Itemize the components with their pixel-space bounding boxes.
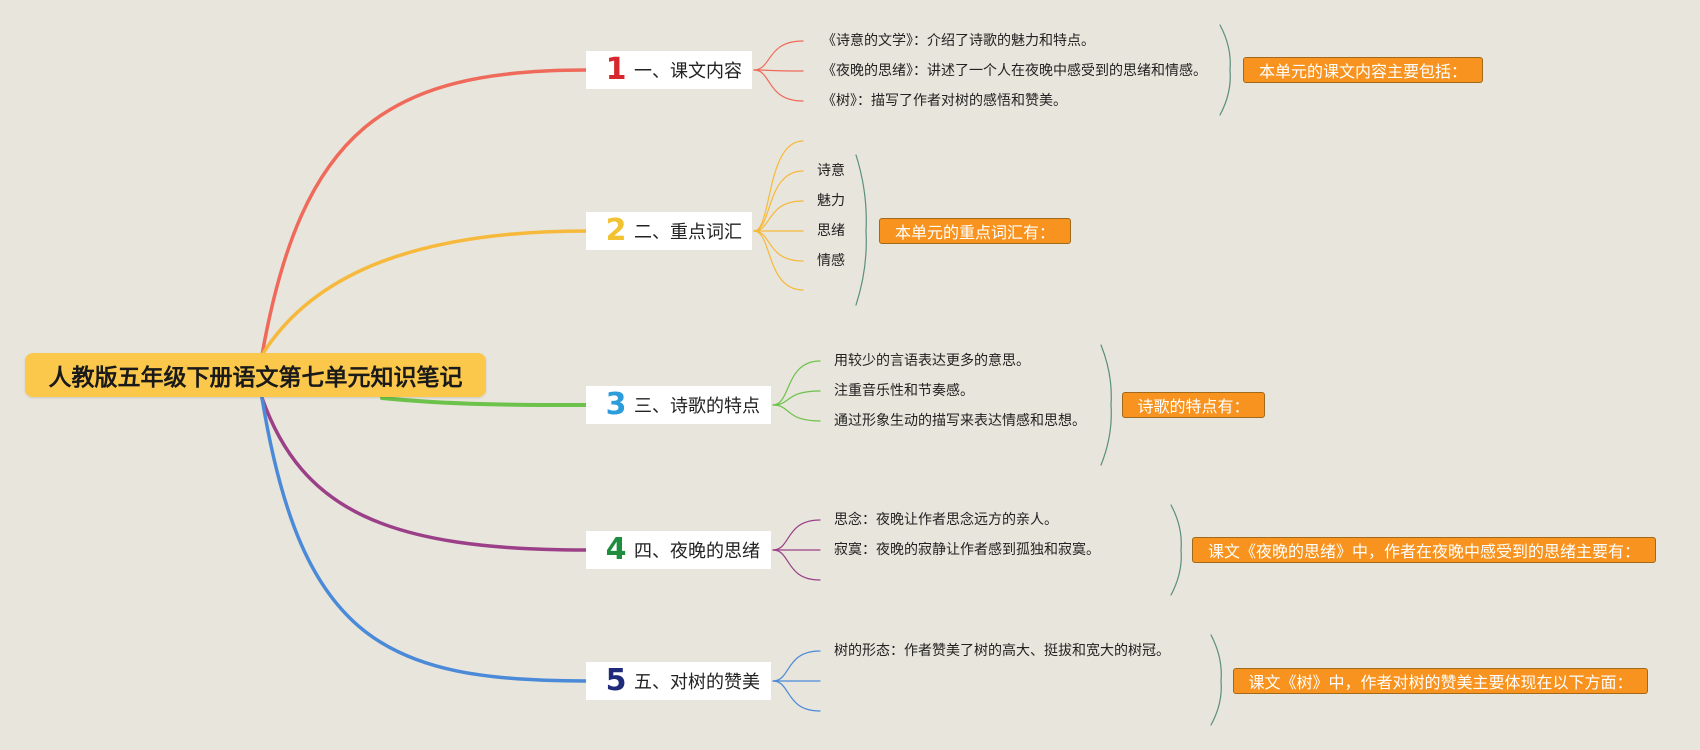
leaf-item[interactable]: 寂寞：夜晚的寂静让作者感到孤独和寂寞。 [834,542,1100,558]
summary-brace-3 [1100,344,1112,466]
branch-label: 三、诗歌的特点 [634,396,760,417]
leaf-connector-2-6 [753,230,804,291]
leaf-item[interactable]: 用较少的言语表达更多的意思。 [834,353,1030,369]
branch-topic-3[interactable]: 3 三、诗歌的特点 [586,386,771,424]
summary-box-3[interactable]: 诗歌的特点有： [1122,392,1265,418]
root-connector-5 [260,396,588,683]
leaf-item[interactable]: 《树》：描写了作者对树的感悟和赞美。 [822,93,1067,109]
leaf-connector-2-2 [753,170,804,232]
branch-topic-5[interactable]: 5 五、对树的赞美 [586,662,771,700]
root-connector-1 [260,68,588,357]
leaf-item[interactable]: 思念：夜晚让作者思念远方的亲人。 [834,512,1058,528]
summary-box-5[interactable]: 课文《树》中，作者对树的赞美主要体现在以下方面： [1233,668,1648,694]
branch-number: 1 [605,52,627,87]
leaf-connector-1-2 [753,69,804,72]
root-connector-2 [260,229,588,357]
leaf-connector-2-3 [753,200,804,232]
branch-number: 2 [605,213,627,248]
summary-box-4[interactable]: 课文《夜晚的思绪》中，作者在夜晚中感受到的思绪主要有： [1192,537,1656,563]
leaf-connector-2-1 [753,140,804,232]
branch-label: 二、重点词汇 [634,222,742,243]
leaf-connector-4-1 [772,519,821,551]
branch-number: 3 [605,387,627,422]
root-connector-4 [260,396,588,552]
leaf-connector-3-1 [772,360,821,406]
summary-brace-4 [1170,504,1182,596]
leaf-connector-1-3 [753,69,804,102]
branch-label: 一、课文内容 [634,61,742,82]
leaf-connector-3-2 [772,390,821,406]
summary-brace-2 [855,154,867,306]
leaf-item[interactable]: 注重音乐性和节奏感。 [834,383,974,399]
branch-label: 四、夜晚的思绪 [634,541,760,562]
branch-topic-2[interactable]: 2 二、重点词汇 [586,212,752,250]
leaf-item[interactable]: 情感 [817,253,845,269]
branch-number: 5 [605,663,627,698]
leaf-connector-5-3 [772,680,821,712]
leaf-item[interactable]: 思绪 [817,223,845,239]
branch-number: 4 [605,532,627,567]
branch-topic-1[interactable]: 1 一、课文内容 [586,51,752,89]
branch-topic-4[interactable]: 4 四、夜晚的思绪 [586,531,771,569]
root-topic[interactable]: 人教版五年级下册语文第七单元知识笔记 [25,353,486,397]
leaf-item[interactable]: 树的形态：作者赞美了树的高大、挺拔和宽大的树冠。 [834,643,1170,659]
branch-label: 五、对树的赞美 [634,672,760,693]
root-connector-3 [380,396,588,407]
summary-brace-5 [1210,634,1222,726]
leaf-connector-4-3 [772,549,821,581]
leaf-item[interactable]: 魅力 [817,193,845,209]
leaf-connector-1-1 [753,40,804,71]
summary-box-1[interactable]: 本单元的课文内容主要包括： [1243,57,1483,83]
leaf-connector-3-3 [772,404,821,422]
summary-brace-1 [1219,24,1231,116]
leaf-connector-5-1 [772,650,821,682]
leaf-item[interactable]: 通过形象生动的描写来表达情感和思想。 [834,413,1086,429]
leaf-item[interactable]: 诗意 [817,163,845,179]
leaf-connector-2-5 [753,230,804,262]
summary-box-2[interactable]: 本单元的重点词汇有： [879,218,1071,244]
leaf-item[interactable]: 《夜晚的思绪》：讲述了一个人在夜晚中感受到的思绪和情感。 [822,63,1207,79]
leaf-item[interactable]: 《诗意的文学》：介绍了诗歌的魅力和特点。 [822,33,1095,49]
